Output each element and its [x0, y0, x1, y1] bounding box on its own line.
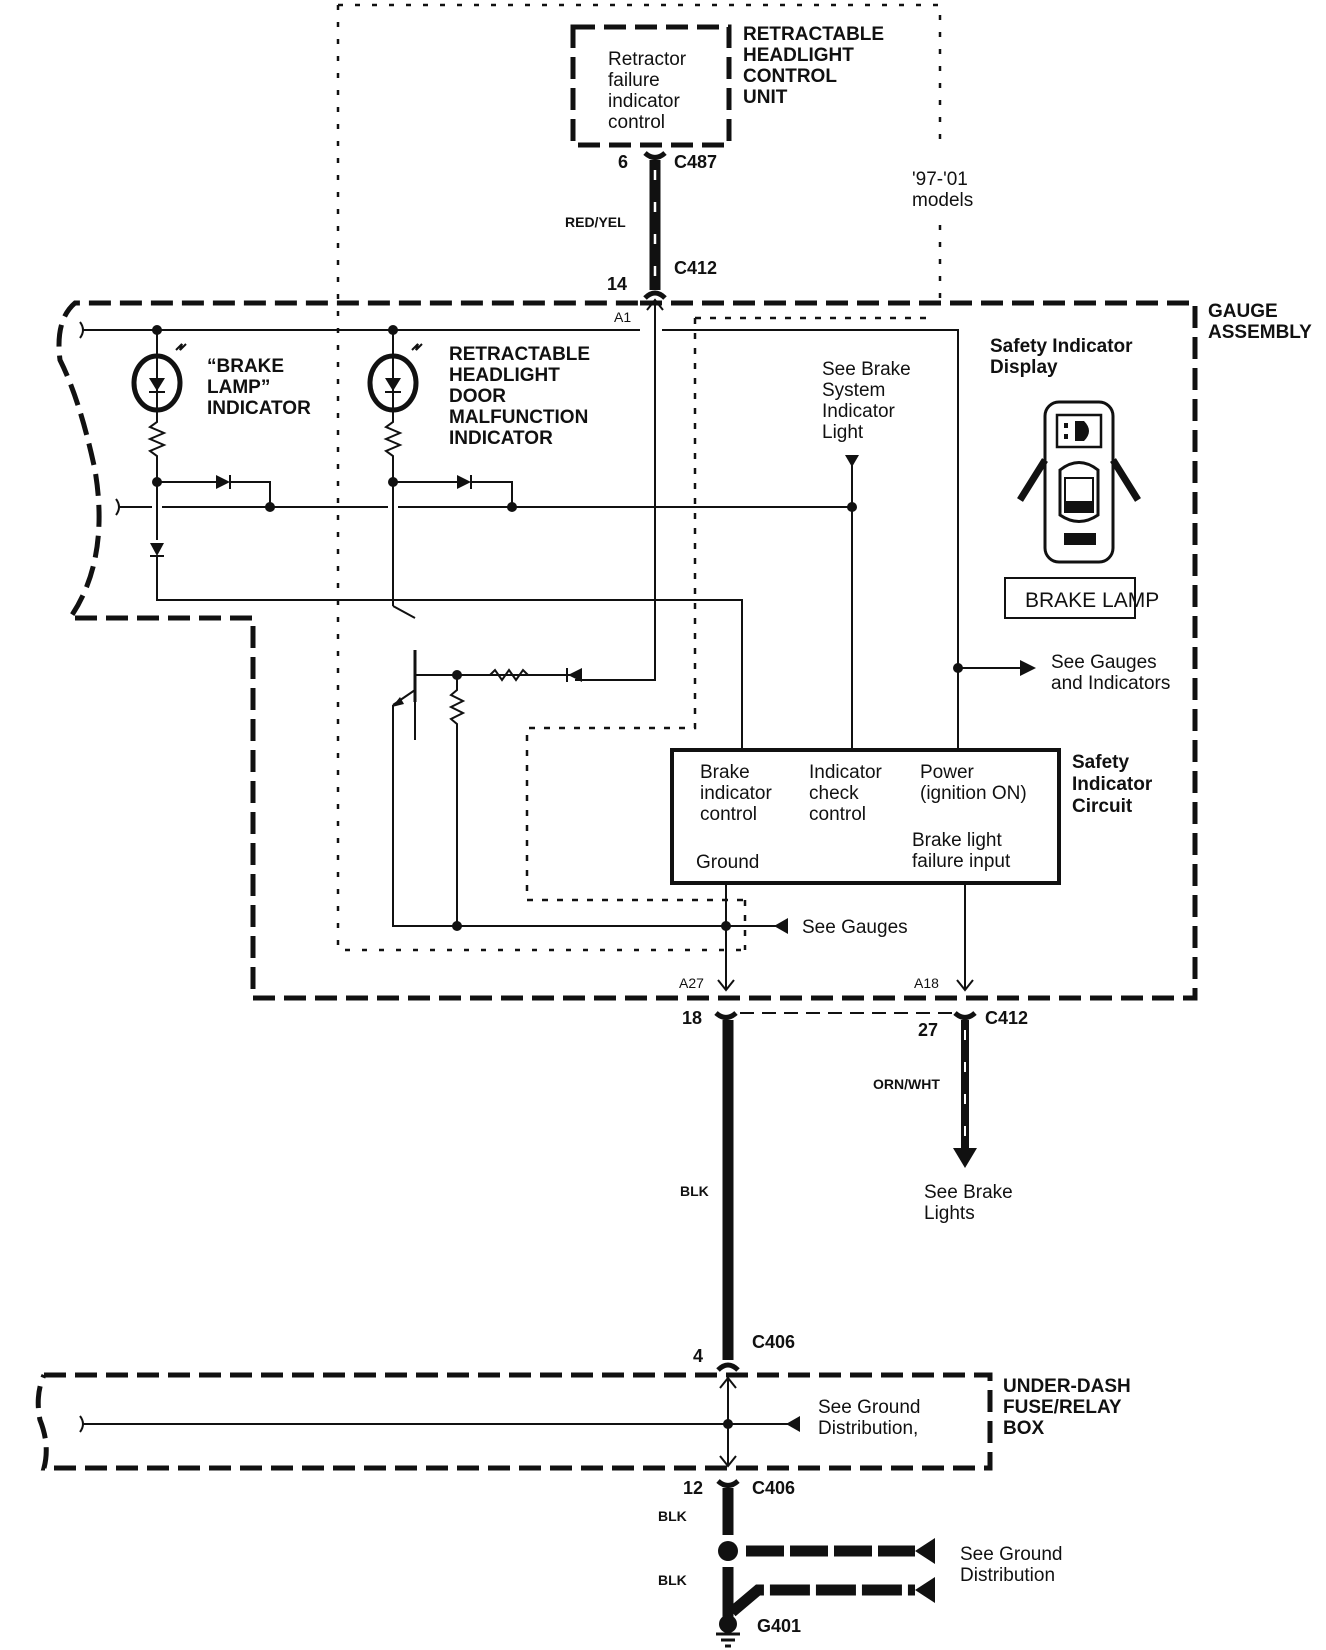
hcu-inner-line-3: indicator — [608, 91, 680, 112]
lower-ground-wire: 12 C406 BLK BLK See Ground Distribution … — [658, 1478, 1068, 1648]
svg-text:See Ground Distribution: See Ground Distribution — [960, 1544, 1068, 1586]
g401-label: G401 — [757, 1616, 801, 1636]
blk-lower-2-label: BLK — [658, 1572, 687, 1588]
svg-text:Safety Indicator Display: Safety Indicator Display — [990, 336, 1138, 378]
svg-text:See Ground Distribution,: See Ground Distribution, — [818, 1397, 926, 1439]
hdm-label-2: HEADLIGHT — [449, 365, 560, 386]
ground-dist-ref-2-line-1: See Ground — [960, 1544, 1062, 1565]
gauge-assembly-title-1: GAUGE — [1208, 301, 1278, 322]
gauges-indicators-ref: See Gauges and Indicators — [953, 652, 1170, 694]
brake-lamp-label-3: INDICATOR — [207, 398, 311, 419]
hdm-label-3: DOOR — [449, 386, 506, 407]
hdm-label-5: INDICATOR — [449, 428, 553, 449]
c487-pin: 6 — [618, 152, 628, 172]
a1-label: A1 — [614, 309, 631, 325]
brake-lamp-indicator: “BRAKE LAMP” INDICATOR — [131, 330, 720, 601]
svg-text:See Gauges and Indicato: See Gauges and Indicators — [1051, 652, 1170, 694]
under-dash-title-1: UNDER-DASH — [1003, 1376, 1131, 1397]
svg-text:GAUGE ASSEMBLY: GAUGE ASSEMBLY — [1208, 301, 1312, 343]
headlight-control-unit: Retractor failure indicator control RETR… — [570, 24, 889, 148]
middle-bus — [115, 498, 857, 516]
safety-indicator-circuit: Brake indicator control Indicator check … — [670, 748, 1158, 885]
brake-indicator-control-wire — [720, 599, 743, 750]
hcu-inner-line-4: control — [608, 112, 665, 133]
ground-dist-ref-1-line-1: See Ground — [818, 1397, 920, 1418]
ground-dist-ref-1-line-2: Distribution, — [818, 1418, 918, 1439]
orn-wht-label: ORN/WHT — [873, 1076, 940, 1092]
transistor-circuit — [392, 605, 726, 931]
svg-text:RETRACTABLE HEADLIGHT: RETRACTABLE HEADLIGHT DOOR MALFUNCTION I… — [449, 344, 595, 449]
c487-label: C487 — [674, 152, 717, 172]
see-gauges-label: See Gauges — [802, 917, 908, 938]
diode-icon — [457, 475, 471, 489]
svg-text:See Brake Lights: See Brake Lights — [924, 1182, 1018, 1224]
light-emit-icon — [175, 343, 187, 351]
a27-label: A27 — [679, 975, 704, 991]
svg-text:Safety Indicator C: Safety Indicator Circuit — [1072, 752, 1158, 817]
ground-dist-ref-2-line-2: Distribution — [960, 1565, 1055, 1586]
blk-main-wire: BLK 4 C406 — [680, 1020, 795, 1372]
brake-light-failure-wire: A18 — [914, 883, 974, 992]
safety-indicator-display: Safety Indicator Display BRAKE LAMP — [990, 336, 1159, 619]
under-dash-title-2: FUSE/RELAY — [1003, 1397, 1122, 1418]
c412-pin-18: 18 — [682, 1008, 702, 1028]
light-emit-icon — [411, 343, 423, 351]
model-note: '97-'01 models — [912, 169, 973, 211]
c406-bottom-pin: 12 — [683, 1478, 703, 1498]
red-yel-label: RED/YEL — [565, 214, 626, 230]
diode-icon — [150, 543, 164, 556]
hcu-title-2: HEADLIGHT — [743, 45, 854, 66]
svg-text:Brake light failure inpu: Brake light failure input — [912, 830, 1011, 872]
c406-top-label: C406 — [752, 1332, 795, 1352]
under-dash-title-3: BOX — [1003, 1418, 1045, 1439]
gauge-assembly-boundary: GAUGE ASSEMBLY — [56, 300, 1312, 1001]
c412-bottom: 18 27 C412 — [682, 1008, 1028, 1040]
under-dash-box: UNDER-DASH FUSE/RELAY BOX See Ground Dis… — [35, 1372, 1136, 1471]
hdm-label-4: MALFUNCTION — [449, 407, 588, 428]
svg-text:UNDER-DASH FUSE/RELAY: UNDER-DASH FUSE/RELAY BOX — [1003, 1376, 1136, 1439]
hdm-label-1: RETRACTABLE — [449, 344, 590, 365]
c412-top-label: C412 — [674, 258, 717, 278]
brake-system-ref: See Brake System Indicator Light — [822, 359, 916, 750]
hcu-title-1: RETRACTABLE — [743, 24, 884, 45]
svg-text:Brake indicator co: Brake indicator control — [700, 762, 777, 825]
hcu-title-4: UNIT — [743, 87, 788, 108]
blk-lower-1-label: BLK — [658, 1508, 687, 1524]
svg-text:Power (ignition ON): Power (ignition ON) — [920, 762, 1027, 804]
c412-bottom-label: C412 — [985, 1008, 1028, 1028]
red-yel-wire: 6 C487 RED/YEL C412 14 — [565, 151, 717, 300]
c412-pin-27: 27 — [918, 1020, 938, 1040]
ground-icon — [716, 1615, 740, 1648]
orn-wht-wire: ORN/WHT See Brake Lights — [873, 1020, 1018, 1224]
headlight-door-indicator: RETRACTABLE HEADLIGHT DOOR MALFUNCTION I… — [367, 330, 595, 606]
see-brake-lights-1: See Brake — [924, 1182, 1013, 1203]
blk-main-label: BLK — [680, 1183, 709, 1199]
svg-text:Ground: Ground — [696, 852, 759, 873]
model-year-frame — [336, 3, 942, 952]
car-icon — [1017, 400, 1141, 564]
gauge-assembly-title-2: ASSEMBLY — [1208, 322, 1312, 343]
a18-label: A18 — [914, 975, 939, 991]
diode-icon — [216, 475, 230, 489]
svg-text:Retractor failure: Retractor failure indicator control — [608, 49, 691, 133]
svg-text:“BRAKE LAMP” INDIC: “BRAKE LAMP” INDICATOR — [207, 356, 311, 419]
diode-icon — [568, 668, 582, 682]
c412-top-pin: 14 — [607, 274, 627, 294]
svg-text:See Brake System I: See Brake System Indicator Light — [822, 359, 916, 443]
see-brake-lights-2: Lights — [924, 1203, 975, 1224]
ground-wire: See Gauges A27 — [679, 883, 908, 992]
svg-text:Indicator check co: Indicator check control — [809, 762, 887, 825]
brake-lamp-label-1: “BRAKE — [207, 356, 284, 377]
c406-bottom-label: C406 — [752, 1478, 795, 1498]
hcu-inner-line-2: failure — [608, 70, 660, 91]
svg-text:RETRACTABLE HEADLIGHT: RETRACTABLE HEADLIGHT CONTROL UNIT — [743, 24, 889, 108]
hcu-title-3: CONTROL — [743, 66, 837, 87]
brake-lamp-label-2: LAMP” — [207, 377, 270, 398]
c406-top-pin: 4 — [693, 1346, 703, 1366]
brake-lamp-panel-label: BRAKE LAMP — [1025, 589, 1159, 612]
hcu-inner-line-1: Retractor — [608, 49, 687, 70]
